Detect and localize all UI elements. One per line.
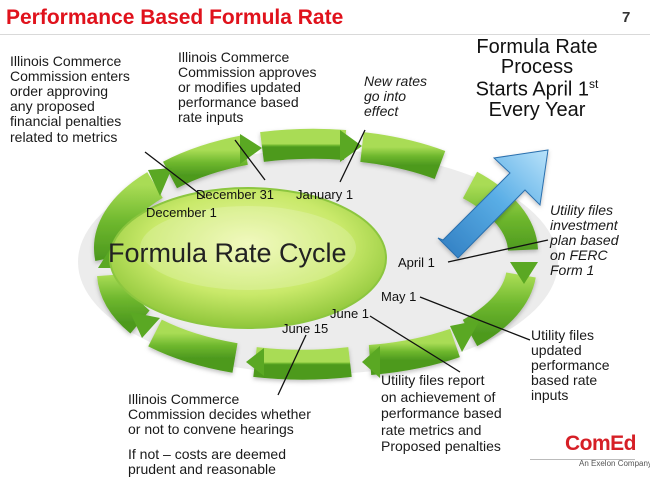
center-ellipse <box>109 187 387 329</box>
title-divider <box>0 34 650 35</box>
date-december-31: December 31 <box>196 187 275 202</box>
ring-segment <box>253 347 352 380</box>
ring-segment <box>462 271 536 347</box>
callout-hearings: Illinois Commerce Commission decides whe… <box>128 391 311 438</box>
process-note-sup: st <box>589 76 599 91</box>
process-note-text: Formula Rate Process Starts April 1 <box>475 36 598 101</box>
date-april-1: April 1 <box>398 255 435 270</box>
ring-segment <box>360 132 446 180</box>
callout-updated-inputs: Utility files updated performance based … <box>531 327 610 404</box>
ring-segment <box>462 171 538 252</box>
ring-segment <box>148 319 238 373</box>
callout-investment-plan: Utility files investment plan based on F… <box>550 202 619 279</box>
callout-icc-approves: Illinois Commerce Commission approves or… <box>178 49 317 126</box>
center-label: Formula Rate Cycle <box>108 238 347 268</box>
ring-segment <box>368 328 460 375</box>
comed-logo: ComEd <box>565 432 637 455</box>
ring-segment <box>94 172 163 261</box>
cycle-ring <box>94 128 538 380</box>
process-note: Formula Rate Process Starts April 1st Ev… <box>462 37 612 120</box>
date-december-1: December 1 <box>146 205 217 220</box>
callout-icc-order: Illinois Commerce Commission enters orde… <box>10 53 130 145</box>
date-may-1: May 1 <box>381 289 417 304</box>
page-number: 7 <box>622 9 631 26</box>
process-note-tail: Every Year <box>488 98 586 121</box>
callout-if-not: If not – costs are deemed prudent and re… <box>128 446 286 478</box>
logo-divider <box>530 459 635 460</box>
date-january-1: January 1 <box>296 187 354 202</box>
leader-lines <box>144 129 549 396</box>
page-title: Performance Based Formula Rate <box>6 6 344 29</box>
ring-segment <box>260 128 347 162</box>
callout-new-rates: New rates go into effect <box>364 73 428 120</box>
date-june-1: June 1 <box>330 306 370 321</box>
blue-arrow <box>437 149 549 259</box>
comed-logo-tagline: An Exelon Company <box>579 459 650 468</box>
ring-segment <box>163 135 248 189</box>
date-june-15: June 15 <box>282 321 329 336</box>
callout-report: Utility files report on achievement of p… <box>381 372 502 455</box>
